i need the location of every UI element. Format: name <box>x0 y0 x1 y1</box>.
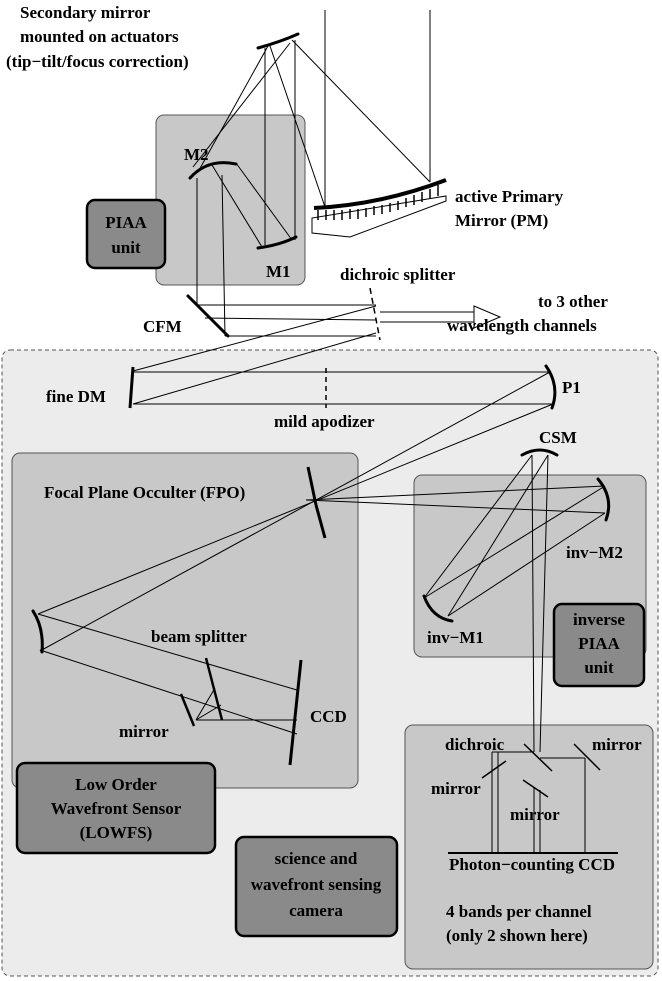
label-p1: P1 <box>562 378 581 397</box>
label-other-1: to 3 other <box>538 292 608 311</box>
inverse-piaa-label-2: PIAA <box>578 634 620 653</box>
label-bands-2: (only 2 shown here) <box>446 926 588 945</box>
label-fpo: Focal Plane Occulter (FPO) <box>44 483 245 502</box>
label-mild-apodizer: mild apodizer <box>274 412 375 431</box>
label-photon-ccd: Photon−counting CCD <box>449 855 615 874</box>
inv-m2-mirror <box>596 477 611 522</box>
label-mirror-mid: mirror <box>510 805 560 824</box>
label-pm-2: Mirror (PM) <box>455 211 548 230</box>
primary-mirror <box>311 178 447 238</box>
inverse-piaa-box <box>552 602 646 688</box>
label-inv-m2: inv−M2 <box>566 543 623 562</box>
inv-m1-mirror <box>422 594 454 623</box>
label-cfm: CFM <box>143 317 182 336</box>
label-csm: CSM <box>539 428 577 447</box>
lowfs-mirror-left <box>31 609 44 654</box>
label-inv-m1: inv−M1 <box>427 628 484 647</box>
piaa-m1-mirror <box>256 235 298 250</box>
label-secondary-1: Secondary mirror <box>20 3 151 22</box>
label-pm-1: active Primary <box>455 187 564 206</box>
piaa-rays <box>196 162 377 337</box>
piaa-unit-label-2: unit <box>111 238 141 257</box>
inverse-piaa-label-1: inverse <box>573 610 625 629</box>
label-mirror-left: mirror <box>431 779 481 798</box>
fpo-lower <box>314 504 327 539</box>
label-lowfs-mirror: mirror <box>119 722 169 741</box>
piaa-unit-box <box>85 198 167 270</box>
relay-rays <box>37 305 606 735</box>
label-m1: M1 <box>266 262 291 281</box>
camera-label-1: science and <box>275 849 358 868</box>
label-other-2: wavelength channels <box>447 316 597 335</box>
ccd-detector <box>288 659 303 766</box>
lowfs-label-3: (LOWFS) <box>80 823 153 842</box>
label-beam-splitter: beam splitter <box>151 627 247 646</box>
camera-mirror-right <box>573 743 601 771</box>
beam-splitter-optic <box>204 657 224 721</box>
secondary-mirror <box>256 32 300 50</box>
label-secondary-2: mounted on actuators <box>20 27 179 46</box>
piaa-unit-label-1: PIAA <box>105 213 147 232</box>
lowfs-label-1: Low Order <box>75 775 157 794</box>
camera-label-2: wavefront sensing <box>251 875 382 894</box>
camera-rays <box>491 751 586 853</box>
to-other-channels-arrow <box>380 305 502 329</box>
lowfs-rays <box>195 687 297 721</box>
p1-mirror <box>544 364 557 410</box>
camera-mirror-left <box>481 760 507 779</box>
label-ccd: CCD <box>310 707 347 726</box>
label-fine-dm: fine DM <box>46 387 106 406</box>
label-mirror-right: mirror <box>592 735 642 754</box>
telescope-rays <box>192 10 431 245</box>
piaa-region <box>155 114 306 286</box>
lowfs-region <box>11 452 359 789</box>
fpo-upper <box>306 466 318 506</box>
dichroic-splitter <box>369 287 381 341</box>
lowfs-fold-mirror <box>179 693 196 727</box>
camera-mirror-mid <box>522 779 549 798</box>
camera-box <box>234 835 399 938</box>
fine-dm <box>128 366 135 409</box>
camera-label-3: camera <box>289 901 343 920</box>
label-m2: M2 <box>184 145 209 164</box>
camera-region <box>404 724 654 970</box>
camera-dichroic <box>523 743 553 772</box>
inverse-piaa-rays <box>423 454 606 753</box>
lowfs-box <box>15 761 217 855</box>
label-dichroic: dichroic <box>445 735 505 754</box>
inverse-piaa-label-3: unit <box>584 658 614 677</box>
cfm-mirror <box>186 294 230 338</box>
lowfs-label-2: Wavefront Sensor <box>51 799 182 818</box>
label-secondary-3: (tip−tilt/focus correction) <box>6 52 189 71</box>
piaa-m2-mirror <box>188 161 238 180</box>
csm-mirror <box>520 448 559 457</box>
label-dichroic-splitter: dichroic splitter <box>340 265 456 284</box>
label-bands-1: 4 bands per channel <box>446 902 592 921</box>
